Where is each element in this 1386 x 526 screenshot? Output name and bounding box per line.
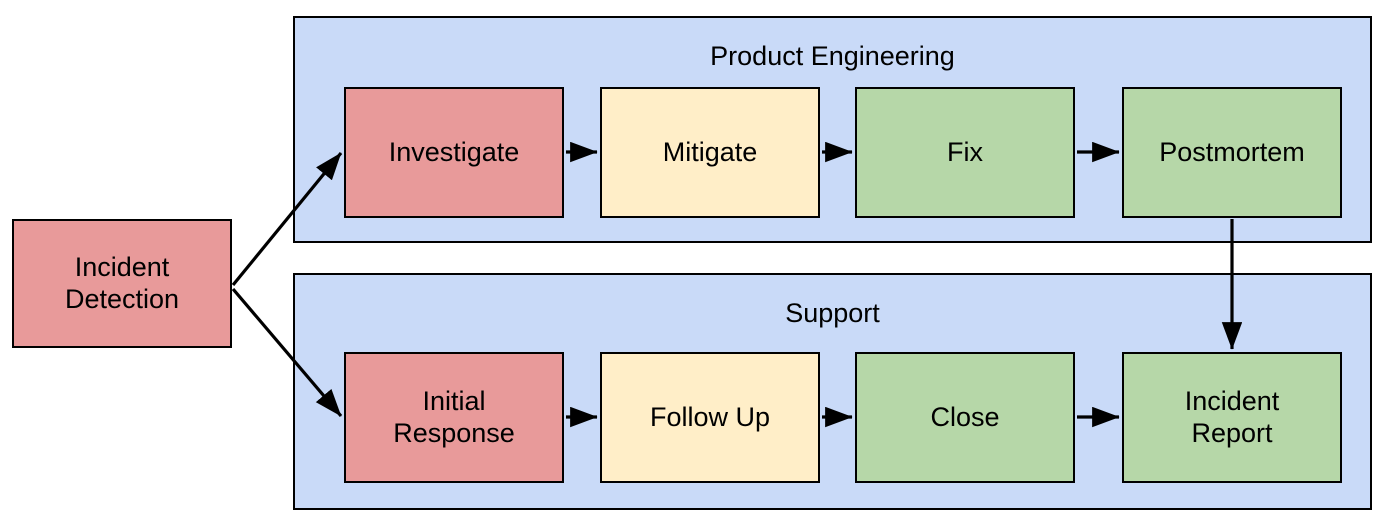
node-initial-response[interactable]: Initial Response bbox=[344, 352, 564, 483]
swimlane-title-support: Support bbox=[785, 298, 880, 328]
node-mitigate[interactable]: Mitigate bbox=[600, 87, 820, 218]
swimlane-title-product-engineering: Product Engineering bbox=[710, 41, 955, 71]
node-incident-report[interactable]: Incident Report bbox=[1122, 352, 1342, 483]
node-investigate[interactable]: Investigate bbox=[344, 87, 564, 218]
node-fix[interactable]: Fix bbox=[855, 87, 1075, 218]
node-close[interactable]: Close bbox=[855, 352, 1075, 483]
node-incident-detection[interactable]: Incident Detection bbox=[12, 219, 232, 348]
node-postmortem[interactable]: Postmortem bbox=[1122, 87, 1342, 218]
node-follow-up[interactable]: Follow Up bbox=[600, 352, 820, 483]
